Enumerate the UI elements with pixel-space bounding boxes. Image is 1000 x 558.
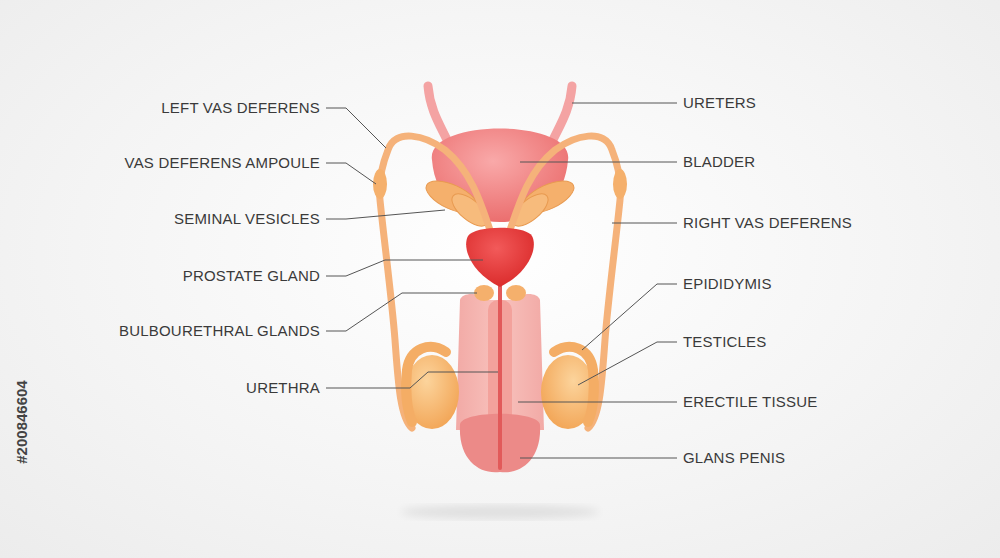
leader-line [582,284,677,350]
leader-line [520,458,677,459]
part-label: VAS DEFERENS AMPOULE [125,154,320,172]
leader-line [326,108,386,148]
leader-line [326,163,376,184]
part-label: LEFT VAS DEFERENS [161,99,320,117]
leader-line [520,162,677,163]
part-label: BLADDER [683,153,755,171]
leader-lines [326,103,677,458]
ureter-right [552,86,572,142]
part-label: BULBOURETHRAL GLANDS [119,322,320,340]
leader-line [518,402,677,403]
leader-line [326,210,445,219]
left-organs [373,136,494,429]
part-label: PROSTATE GLAND [183,267,320,285]
part-label: EPIDIDYMIS [683,275,772,293]
leader-line [612,223,677,224]
leader-line [578,342,677,385]
leader-line [326,260,483,276]
drop-shadow [400,505,600,519]
part-label: GLANS PENIS [683,449,785,467]
part-label: RIGHT VAS DEFERENS [683,214,852,232]
part-label: TESTICLES [683,333,767,351]
right-organs [506,136,627,429]
part-label: SEMINAL VESICLES [174,210,320,228]
ureter-left [428,86,448,142]
leader-line [326,372,498,388]
part-label: URETERS [683,94,756,112]
part-label: URETHRA [246,379,320,397]
watermark-id: #200846604 [13,380,31,463]
leader-line [572,103,677,104]
part-label: ERECTILE TISSUE [683,393,817,411]
prostate-shape [466,228,534,287]
leader-line [326,293,477,331]
